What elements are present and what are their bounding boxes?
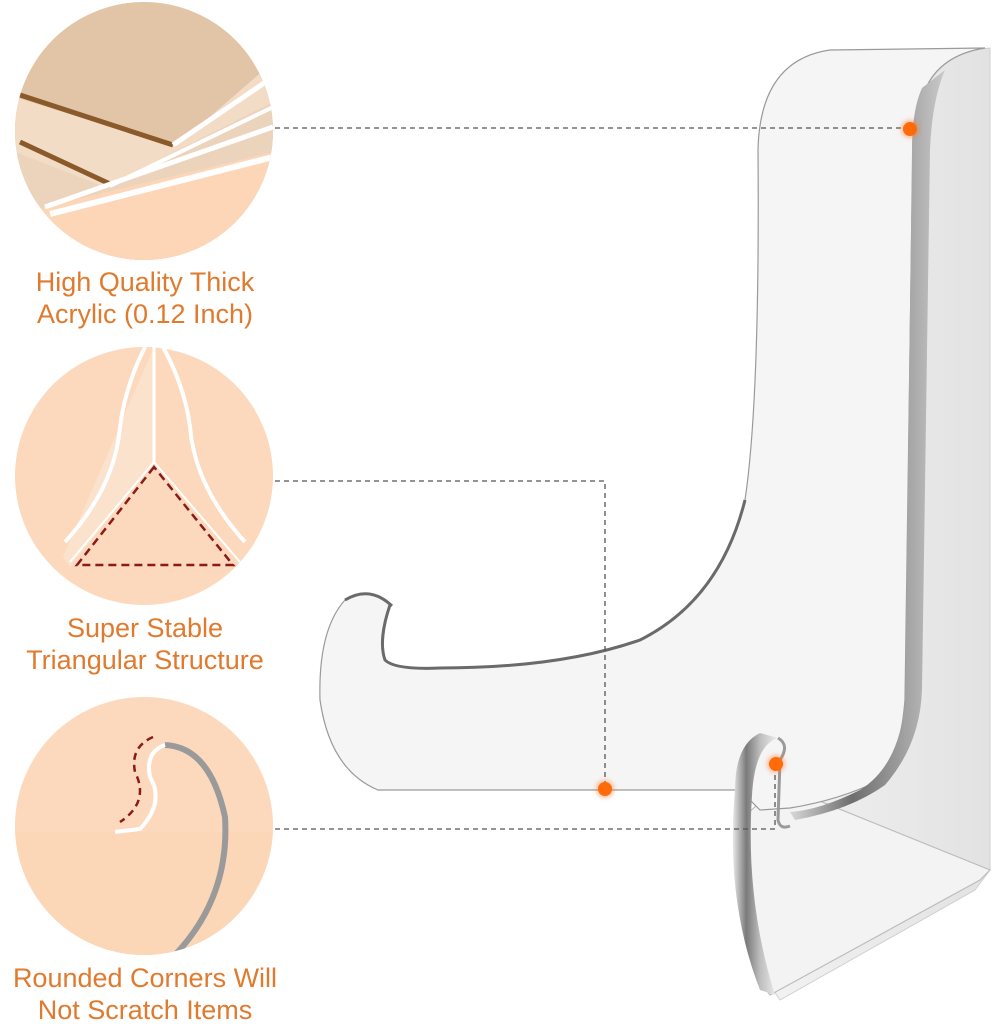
feature-circle-triangular-structure	[15, 347, 273, 605]
caption-line: Super Stable	[66, 613, 224, 643]
callout-lines	[275, 127, 905, 830]
caption-line: Rounded Corners Will	[12, 963, 278, 993]
corner-dashed-outline	[119, 735, 154, 824]
caption-thick-acrylic: High Quality Thick Acrylic (0.12 Inch)	[0, 266, 290, 330]
caption-line: Acrylic (0.12 Inch)	[36, 299, 254, 329]
acrylic-sheets-icon	[15, 2, 273, 260]
caption-line: Triangular Structure	[26, 645, 264, 675]
callout-dot-rounded-corner	[769, 757, 783, 771]
callout-dot-triangle	[598, 782, 612, 796]
caption-triangular-structure: Super Stable Triangular Structure	[0, 612, 290, 676]
triangle-structure-icon	[15, 347, 273, 605]
triangle-dashed-outline	[74, 464, 236, 567]
feature-circle-thick-acrylic	[15, 2, 273, 260]
caption-line: High Quality Thick	[35, 267, 255, 297]
rounded-corner-icon	[15, 697, 273, 955]
caption-rounded-corners: Rounded Corners Will Not Scratch Items	[0, 962, 290, 1026]
feature-circle-rounded-corners	[15, 697, 273, 955]
caption-line: Not Scratch Items	[37, 995, 253, 1025]
callout-dot-thickness	[903, 122, 917, 136]
